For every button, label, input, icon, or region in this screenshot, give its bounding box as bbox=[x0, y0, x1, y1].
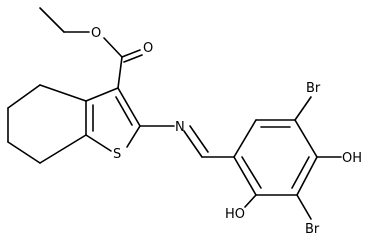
bond-carbonyl-c-c3 bbox=[117, 56, 123, 89]
atom-bromo-top: Br bbox=[306, 81, 321, 96]
bond-ar-c1-c2 bbox=[233, 119, 257, 158]
bond-carbonyl-c-o-1 bbox=[121, 49, 141, 58]
bond-c3a-c4 bbox=[39, 84, 87, 102]
bond-c2-s bbox=[126, 125, 141, 148]
bond-s-c7a bbox=[85, 134, 112, 152]
bond-n-ch-2 bbox=[189, 125, 209, 153]
atom-carbonyl-oxygen: O bbox=[143, 41, 153, 56]
bond-ar-c4-c5-inner bbox=[291, 156, 310, 189]
bond-c4-c5 bbox=[7, 84, 41, 109]
atom-hydroxy-right: OH bbox=[342, 151, 362, 166]
atom-ester-oxygen: O bbox=[91, 26, 101, 41]
bond-c7-c7a bbox=[39, 134, 87, 164]
bond-ar-br-top bbox=[294, 96, 312, 121]
bond-c3-c3a bbox=[85, 87, 119, 102]
atom-labels: O O S N Br OH HO Br bbox=[91, 26, 362, 237]
bond-ar-c6-c1-inner bbox=[241, 156, 262, 189]
bond-ar-oh-bottom bbox=[244, 194, 257, 208]
bond-ar-br-bottom bbox=[296, 194, 312, 220]
bond-ethyl-ch3-ch2 bbox=[39, 7, 65, 33]
bond-carbonyl-c-o-2 bbox=[123, 54, 143, 63]
bond-c6-c7 bbox=[7, 141, 41, 164]
atom-bromo-bottom: Br bbox=[305, 222, 320, 237]
bonds bbox=[7, 7, 342, 220]
bond-o-carbonyl-c bbox=[103, 37, 123, 58]
bond-c3-c2-inner bbox=[115, 96, 133, 126]
bond-ar-c6-c1 bbox=[233, 156, 257, 196]
atom-hydroxy-bottom: HO bbox=[225, 207, 245, 222]
bond-ar-c4-c5 bbox=[296, 156, 318, 196]
bond-c3-c2-outer bbox=[117, 87, 141, 127]
atom-sulfur: S bbox=[113, 147, 121, 162]
bond-n-ch-1 bbox=[183, 130, 203, 158]
atom-imine-nitrogen: N bbox=[175, 120, 185, 135]
bond-ar-c3-c4 bbox=[294, 119, 318, 158]
